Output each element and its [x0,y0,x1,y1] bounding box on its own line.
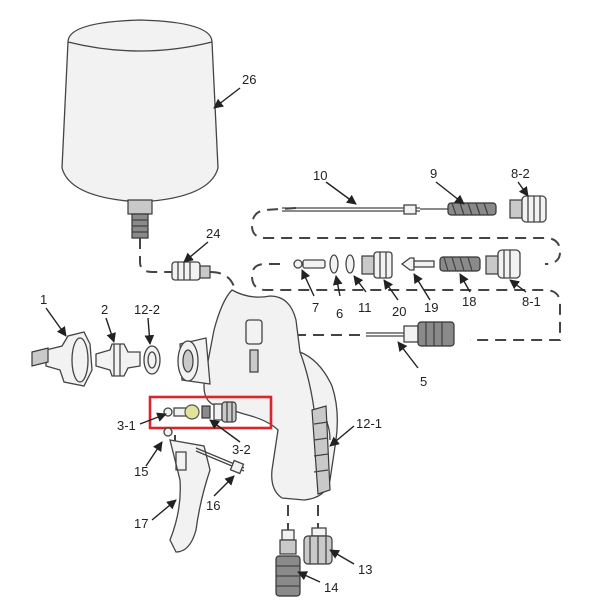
callout-6: 6 [336,306,343,321]
callout-12-2: 12-2 [134,302,160,317]
callout-8-1: 8-1 [522,294,541,309]
callout-5: 5 [420,374,427,389]
callout-9: 9 [430,166,437,181]
callout-10: 10 [313,168,327,183]
air-inlet-fitting [275,529,301,597]
highlighted-parts [163,401,237,423]
callout-12-1: 12-1 [356,416,382,431]
callout-18: 18 [462,294,476,309]
air-cap [31,331,93,387]
callout-20: 20 [392,304,406,319]
leader-arrows [45,87,529,583]
paint-cup [61,19,219,239]
needle [282,204,448,215]
cup-adapter [171,261,211,281]
callout-7: 7 [312,300,319,315]
fluid-adjust-knob [509,195,547,223]
callout-3-2: 3-2 [232,442,251,457]
air-valve-row [293,249,521,279]
callout-13: 13 [358,562,372,577]
callout-17: 17 [134,516,148,531]
trigger [169,439,211,553]
gun-body [203,289,338,501]
callout-2: 2 [101,302,108,317]
callout-11: 11 [358,300,372,315]
trigger-pin [163,427,245,475]
callout-19: 19 [424,300,438,315]
callout-16: 16 [206,498,220,513]
needle-spring [447,202,497,216]
callout-8-2: 8-2 [511,166,530,181]
callout-15: 15 [134,464,148,479]
fluid-nozzle [95,343,141,377]
callout-14: 14 [324,580,338,595]
callout-1: 1 [40,292,47,307]
pattern-valve [366,321,455,347]
callout-3-1: 3-1 [117,418,136,433]
callout-24: 24 [206,226,220,241]
air-adjust-valve [303,527,333,565]
callout-26: 26 [242,72,256,87]
seal-ring [143,345,161,375]
front-retaining-ring [177,337,211,385]
